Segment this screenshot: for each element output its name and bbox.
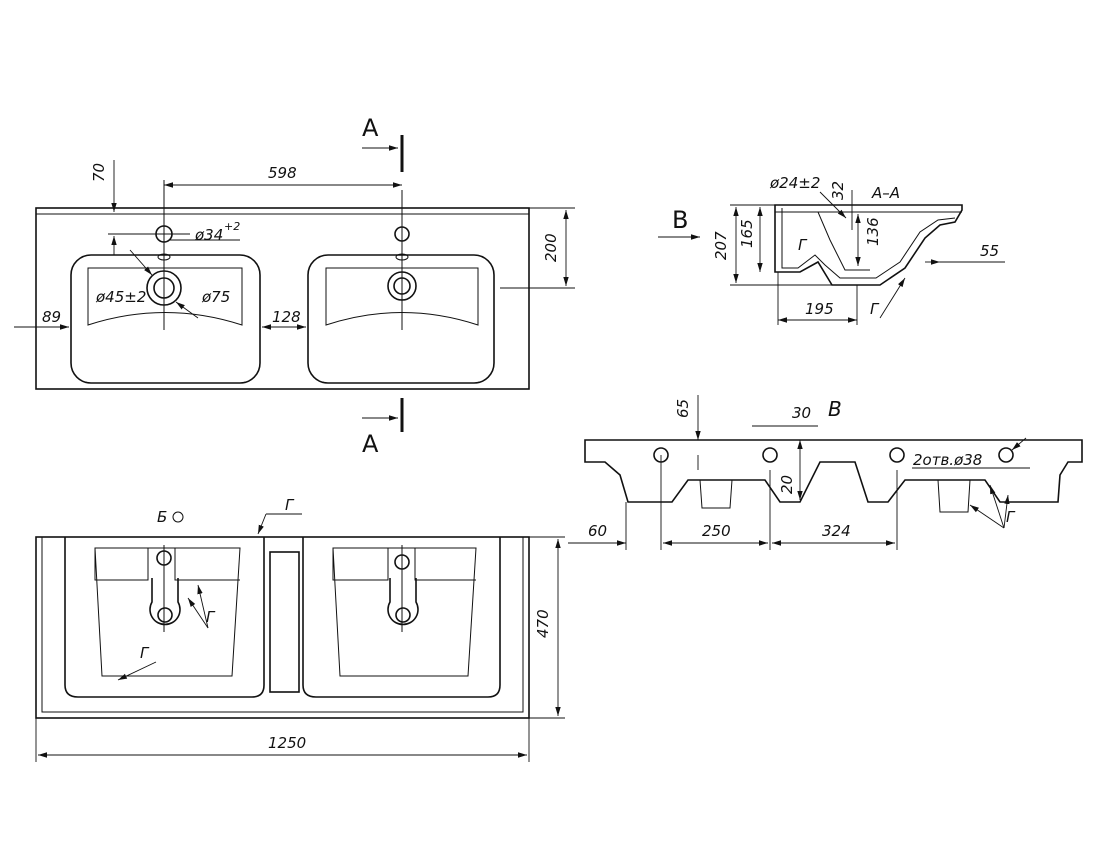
label-drain-75: ø75 xyxy=(201,288,230,306)
dim-24: ø24±2 xyxy=(769,174,820,192)
dim-128: 128 xyxy=(272,308,301,326)
dim-65: 65 xyxy=(674,399,692,418)
label-holes-38: 2отв.ø38 xyxy=(913,451,982,469)
view-b-outline xyxy=(584,439,1083,503)
view-b: 65 30 В 20 2отв.ø38 60 250 324 Г xyxy=(568,395,1083,550)
label-hole-34: ø34 xyxy=(194,226,223,244)
dim-70: 70 xyxy=(90,163,108,182)
dim-250: 250 xyxy=(702,522,731,540)
leader-g-bottom-mid: Г xyxy=(206,608,216,626)
dim-470: 470 xyxy=(534,609,552,638)
dim-60: 60 xyxy=(588,522,607,540)
bottom-center-rib xyxy=(269,551,300,693)
right-basin-bowl xyxy=(325,267,479,326)
bottom-left-basin xyxy=(64,537,265,698)
dim-207: 207 xyxy=(712,231,730,260)
dim-200: 200 xyxy=(542,233,560,262)
dim-324: 324 xyxy=(822,522,851,540)
leader-g-bottom-top: Г xyxy=(285,496,295,514)
view-b-title: В xyxy=(828,397,842,421)
bottom-view-outline xyxy=(35,536,530,719)
dim-598: 598 xyxy=(268,164,297,182)
leader-g-bottom-low: Г xyxy=(140,644,150,662)
bottom-view: Б Г Г Г 470 1250 xyxy=(35,496,565,762)
view-mark-b: В xyxy=(672,206,688,234)
left-basin-bowl xyxy=(87,267,243,326)
dim-165: 165 xyxy=(738,219,756,248)
dim-55: 55 xyxy=(980,242,999,260)
section-mark-a-bottom: A xyxy=(362,430,379,458)
label-drain-45: ø45±2 xyxy=(95,288,146,306)
section-a-a: В A–A ø24±2 32 207 165 136 55 195 Г Г xyxy=(658,174,1005,325)
label-hole-34-tol: +2 xyxy=(224,220,240,233)
top-view-outline xyxy=(35,207,530,390)
mark-b-bottom: Б xyxy=(157,508,167,526)
dim-1250: 1250 xyxy=(268,734,306,752)
section-mark-a-top: A xyxy=(362,114,379,142)
leader-g-section-1: Г xyxy=(798,236,808,254)
right-basin-outline xyxy=(307,254,495,384)
dim-20: 20 xyxy=(778,475,796,494)
leader-g-view-b: Г xyxy=(1006,508,1016,526)
section-outline xyxy=(774,204,963,286)
dim-195: 195 xyxy=(805,300,834,318)
top-view: A A 598 70 200 89 128 ø34 +2 ø45±2 ø75 xyxy=(14,114,575,458)
leader-g-section-2: Г xyxy=(870,300,880,318)
dim-136: 136 xyxy=(864,217,882,246)
dim-89: 89 xyxy=(42,308,61,326)
left-basin-outline xyxy=(70,254,261,384)
dim-30: 30 xyxy=(792,404,811,422)
section-title: A–A xyxy=(871,184,900,202)
dim-32: 32 xyxy=(829,181,847,200)
